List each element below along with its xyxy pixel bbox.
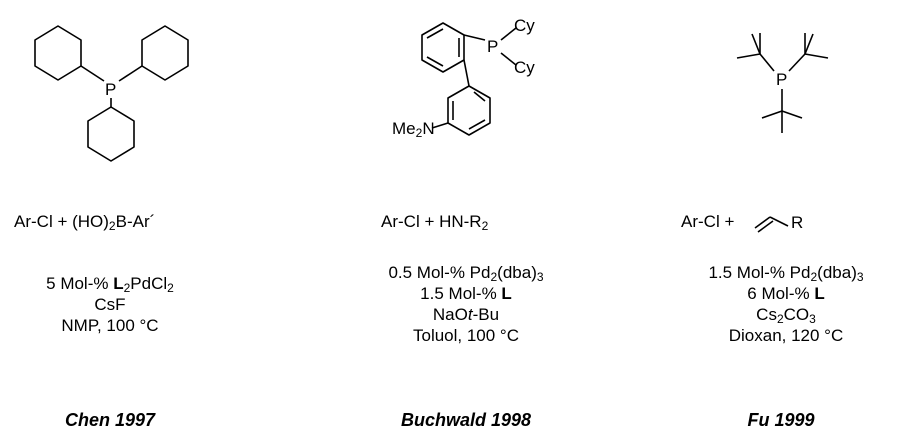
- aryl-ring-top: [421, 22, 465, 73]
- citation-1: Chen 1997: [64, 410, 156, 430]
- davephos-amine: Me2N: [392, 119, 435, 140]
- condition-line: 0.5 Mol-% Pd2(dba)3: [388, 263, 544, 284]
- ptbu3-phosphorus: P: [776, 70, 788, 89]
- pcy3-phosphorus: P: [105, 80, 117, 99]
- citation-3: Fu 1999: [747, 410, 815, 430]
- condition-line: CsF: [94, 295, 126, 314]
- reaction-equation-1: Ar-Cl + (HO)2B-Ar´: [14, 212, 156, 233]
- alkene-drawing: [754, 216, 789, 233]
- davephos-structure: [421, 22, 517, 136]
- condition-line: Toluol, 100 °C: [412, 326, 520, 345]
- davephos-phosphorus: P: [487, 37, 499, 56]
- davephos-cy-bottom: Cy: [514, 58, 535, 77]
- citation-2: Buchwald 1998: [400, 410, 532, 430]
- condition-line: NaOt-Bu: [432, 305, 500, 324]
- aryl-ring-bottom: [447, 85, 491, 136]
- condition-line: NMP, 100 °C: [61, 316, 159, 335]
- cyclohexyl-ring-right: [141, 25, 189, 81]
- conditions-1: 5 Mol-% L2PdCl2 CsF NMP, 100 °C: [20, 273, 200, 336]
- condition-line: Dioxan, 120 °C: [728, 326, 844, 345]
- ptbu3-structure: [736, 33, 829, 133]
- condition-line: 1.5 Mol-% Pd2(dba)3: [708, 263, 864, 284]
- condition-line: 5 Mol-% L2PdCl2: [46, 274, 174, 295]
- condition-line: Cs2CO3: [756, 305, 816, 326]
- pcy3-structure: [34, 25, 189, 162]
- conditions-2: 0.5 Mol-% Pd2(dba)3 1.5 Mol-% L NaOt-Bu …: [366, 262, 566, 346]
- cyclohexyl-ring-bottom: [87, 106, 135, 162]
- conditions-3: 1.5 Mol-% Pd2(dba)3 6 Mol-% L Cs2CO3 Dio…: [676, 262, 896, 346]
- reaction-equation-2: Ar-Cl + HN-R2: [381, 212, 489, 233]
- condition-line: 1.5 Mol-% L: [420, 284, 512, 303]
- alkene-r-group: R: [791, 213, 804, 232]
- cyclohexyl-ring-left: [34, 25, 82, 81]
- reaction-equation-3: Ar-Cl +: [681, 212, 735, 231]
- davephos-cy-top: Cy: [514, 16, 535, 35]
- condition-line: 6 Mol-% L: [747, 284, 825, 303]
